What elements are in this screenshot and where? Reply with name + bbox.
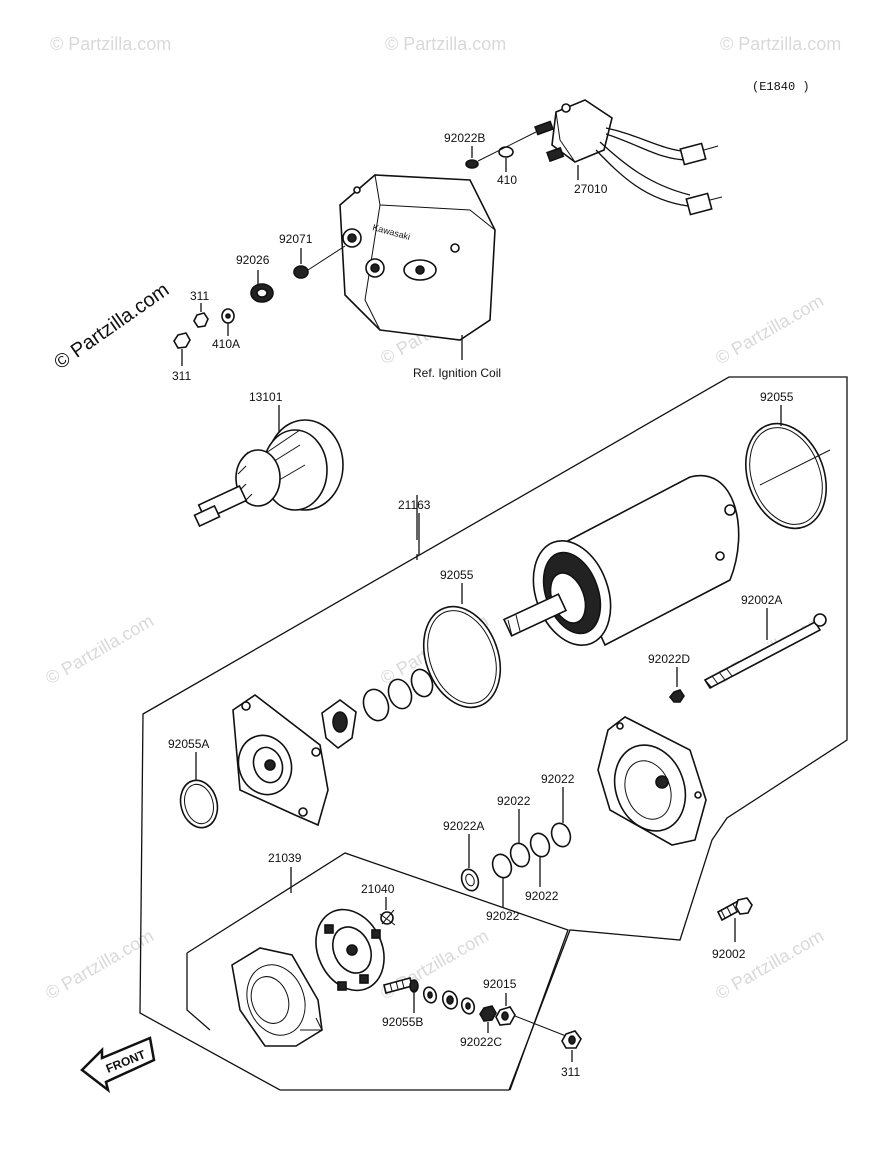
part-label-410: 410: [497, 173, 517, 187]
watermark: © Partzilla.com: [712, 925, 827, 1003]
through-bolt-92002A: [703, 613, 827, 690]
part-label-21039: 21039: [268, 851, 302, 865]
watermark: © Partzilla.com: [712, 290, 827, 368]
part-label-410A: 410A: [212, 337, 240, 351]
watermark: © Partzilla.com: [50, 34, 171, 54]
watermark: © Partzilla.com: [720, 34, 841, 54]
part-label-92026: 92026: [236, 253, 270, 267]
front-arrow-icon: FRONT: [80, 1036, 156, 1094]
rear-cover: [597, 716, 707, 846]
starter-motor-yoke: [502, 474, 740, 647]
part-label-92022-d: 92022: [486, 909, 520, 923]
watermark: © Partzilla.com: [42, 610, 157, 688]
part-label-21040: 21040: [361, 882, 395, 896]
washer-92022: [491, 853, 513, 879]
washer-92022B: [465, 159, 479, 169]
nut-311-a: [193, 312, 209, 328]
side-watermark: © Partzilla.com: [50, 279, 173, 374]
ignition-coil-cover: Kawasaki: [339, 174, 496, 341]
washer-92022: [550, 822, 572, 848]
nut-92022D: [668, 689, 685, 703]
part-label-92002A: 92002A: [741, 593, 782, 607]
part-label-311c: 311: [561, 1065, 580, 1079]
ref-note: Ref. Ignition Coil: [413, 366, 501, 380]
part-label-92071: 92071: [279, 232, 313, 246]
part-label-92055B: 92055B: [382, 1015, 423, 1029]
washer-92022A: [460, 868, 480, 892]
part-label-311a: 311: [190, 289, 209, 303]
washer-410: [498, 146, 514, 158]
grommet-92071: [293, 265, 309, 279]
washer-92022: [529, 832, 551, 858]
watermark: © Partzilla.com: [385, 34, 506, 54]
nut-311-b: [173, 332, 191, 349]
starter-clutch-13101: [193, 419, 344, 528]
o-ring-92055A: [179, 779, 219, 829]
nut-92022C: [479, 1005, 497, 1022]
brush-plate: [315, 908, 385, 992]
washer-92022: [509, 842, 531, 868]
diagram-code: (E1840 ): [752, 80, 810, 94]
o-ring-92055-middle: [422, 605, 502, 709]
washer-stack: [362, 688, 390, 722]
bolt-92002: [716, 897, 753, 922]
part-label-13101: 13101: [249, 390, 283, 404]
front-cover: [232, 694, 329, 827]
assembly-outline-21163: [139, 376, 848, 1091]
starter-relay-27010: [534, 99, 723, 216]
part-label-92022-b: 92022: [497, 794, 531, 808]
o-ring-92055-upper: [744, 422, 828, 530]
part-label-92002: 92002: [712, 947, 746, 961]
part-label-92022-c: 92022: [525, 889, 559, 903]
part-label-92055A: 92055A: [168, 737, 209, 751]
part-label-92022A: 92022A: [443, 819, 484, 833]
part-label-92055-middle: 92055: [440, 568, 474, 582]
part-label-21163: 21163: [398, 498, 431, 512]
part-label-92022-a: 92022: [541, 772, 575, 786]
part-label-92022B: 92022B: [444, 131, 485, 145]
part-label-92055-upper: 92055: [760, 390, 794, 404]
brush-spring-21040: [379, 909, 396, 926]
part-label-92022C: 92022C: [460, 1035, 502, 1049]
part-label-92022D: 92022D: [648, 652, 690, 666]
part-label-27010: 27010: [574, 182, 608, 196]
brush-holder-21039: [231, 947, 323, 1047]
part-label-92015: 92015: [483, 977, 517, 991]
part-label-311b: 311: [172, 369, 191, 383]
